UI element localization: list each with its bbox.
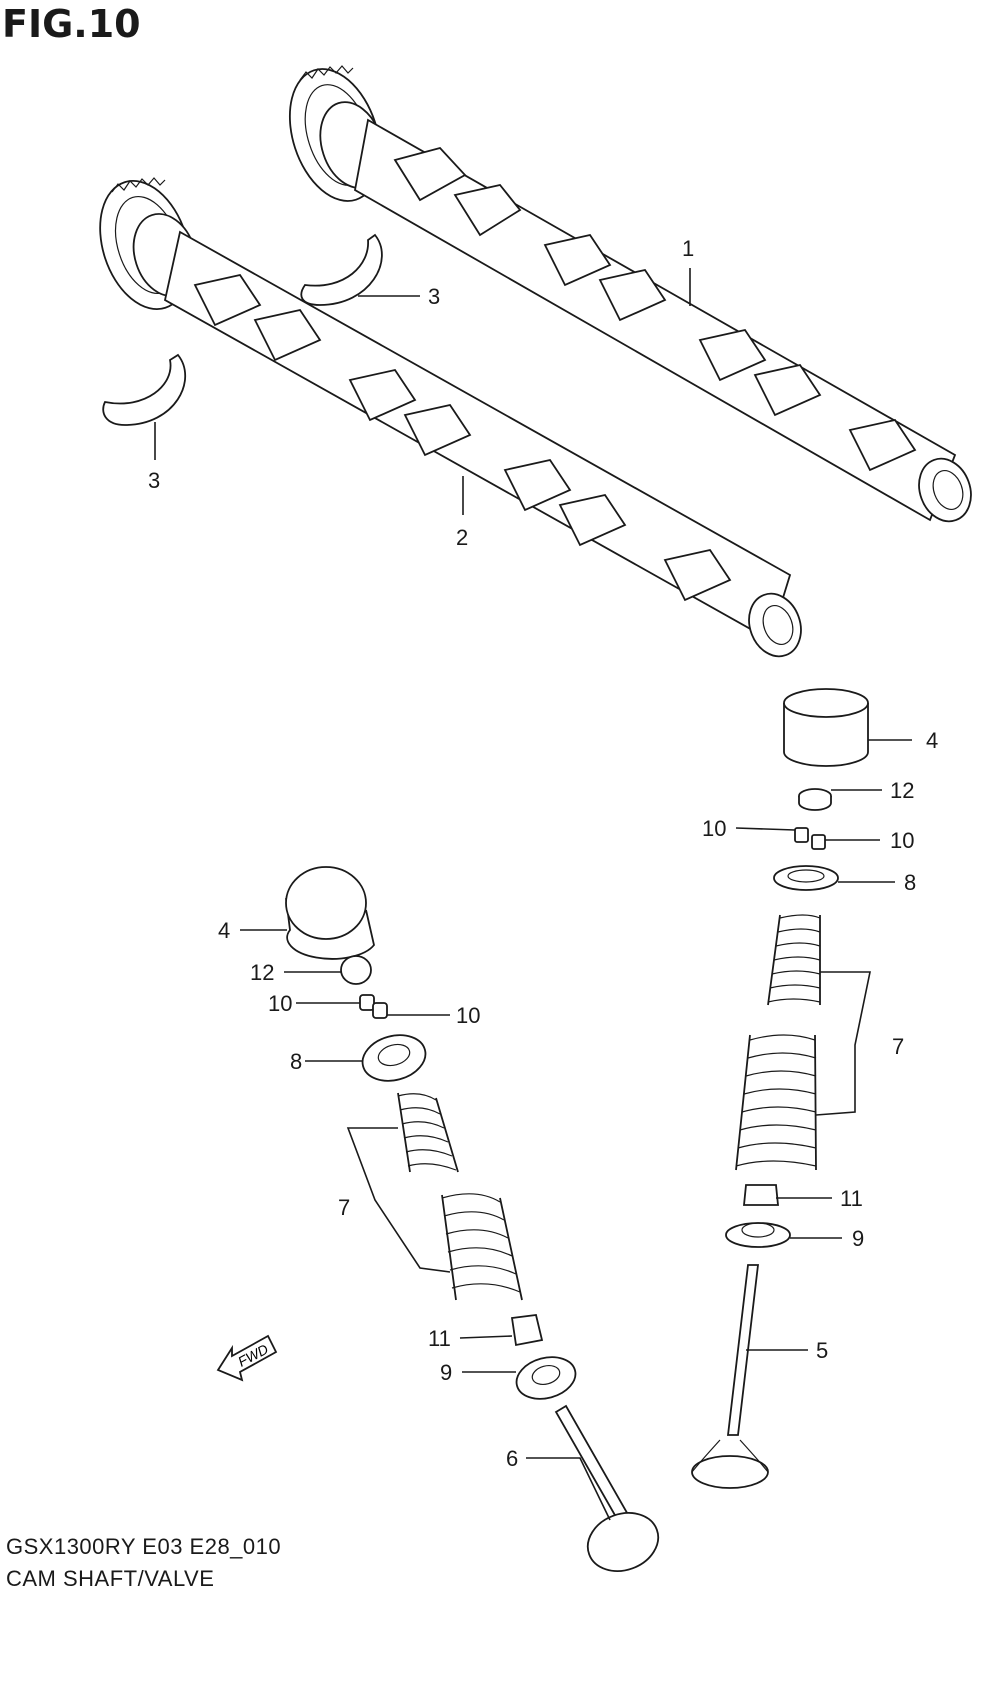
callout-10-left-b: 10: [456, 1003, 480, 1028]
ring-3-lower[interactable]: [102, 353, 187, 426]
callout-12-right: 12: [890, 778, 914, 803]
shim-right[interactable]: [798, 788, 832, 811]
retainer-left[interactable]: [357, 1028, 430, 1087]
camshaft-2[interactable]: [85, 169, 810, 663]
section-name: CAM SHAFT/VALVE: [6, 1566, 215, 1591]
callout-7-right: 7: [892, 1034, 904, 1059]
spring-inner-left[interactable]: [397, 1092, 459, 1173]
callout-6: 6: [506, 1446, 518, 1471]
callout-3-upper: 3: [428, 284, 440, 309]
cotters-right[interactable]: [794, 827, 826, 850]
seat-right[interactable]: [725, 1222, 791, 1248]
callout-12-left: 12: [250, 960, 274, 985]
tappet-left[interactable]: [285, 866, 375, 960]
spring-outer-right[interactable]: [735, 1034, 817, 1171]
callout-3-lower: 3: [148, 468, 160, 493]
callout-5: 5: [816, 1338, 828, 1363]
seat-left[interactable]: [512, 1351, 580, 1405]
callout-11-right: 11: [840, 1186, 863, 1211]
callout-10-right-b: 10: [890, 828, 914, 853]
ring-3-upper[interactable]: [300, 233, 383, 306]
cotters-left[interactable]: [359, 994, 388, 1019]
figure-title: FIG.10: [2, 2, 141, 46]
retainer-right[interactable]: [773, 865, 839, 891]
callout-8-right: 8: [904, 870, 916, 895]
seal-left[interactable]: [510, 1314, 544, 1347]
leader-lines: [154, 268, 912, 1521]
spring-inner-right[interactable]: [767, 914, 821, 1006]
callout-7-left: 7: [338, 1195, 350, 1220]
callout-9-left: 9: [440, 1360, 452, 1385]
fwd-arrow-icon: FWD: [216, 1334, 278, 1382]
tappet-right[interactable]: [783, 688, 869, 767]
spring-outer-left[interactable]: [441, 1193, 523, 1301]
callout-10-right-a: 10: [702, 816, 726, 841]
callout-11-left: 11: [428, 1326, 451, 1351]
callout-numbers: 1 2 3 3 4 4 12 12 10 10 10 10 8 8 7 7 11…: [148, 236, 938, 1471]
valve-left[interactable]: [554, 1404, 666, 1581]
callout-10-left-a: 10: [268, 991, 292, 1016]
callout-2: 2: [456, 525, 468, 550]
model-code: GSX1300RY E03 E28_010: [6, 1534, 282, 1559]
callout-4-right: 4: [926, 728, 938, 753]
shim-left[interactable]: [340, 955, 372, 985]
callout-8-left: 8: [290, 1049, 302, 1074]
callout-1: 1: [682, 236, 694, 261]
seal-right[interactable]: [743, 1184, 779, 1206]
valve-right[interactable]: [691, 1264, 769, 1489]
camshaft-1[interactable]: [274, 57, 979, 528]
callout-9-right: 9: [852, 1226, 864, 1251]
callout-4-left: 4: [218, 918, 230, 943]
